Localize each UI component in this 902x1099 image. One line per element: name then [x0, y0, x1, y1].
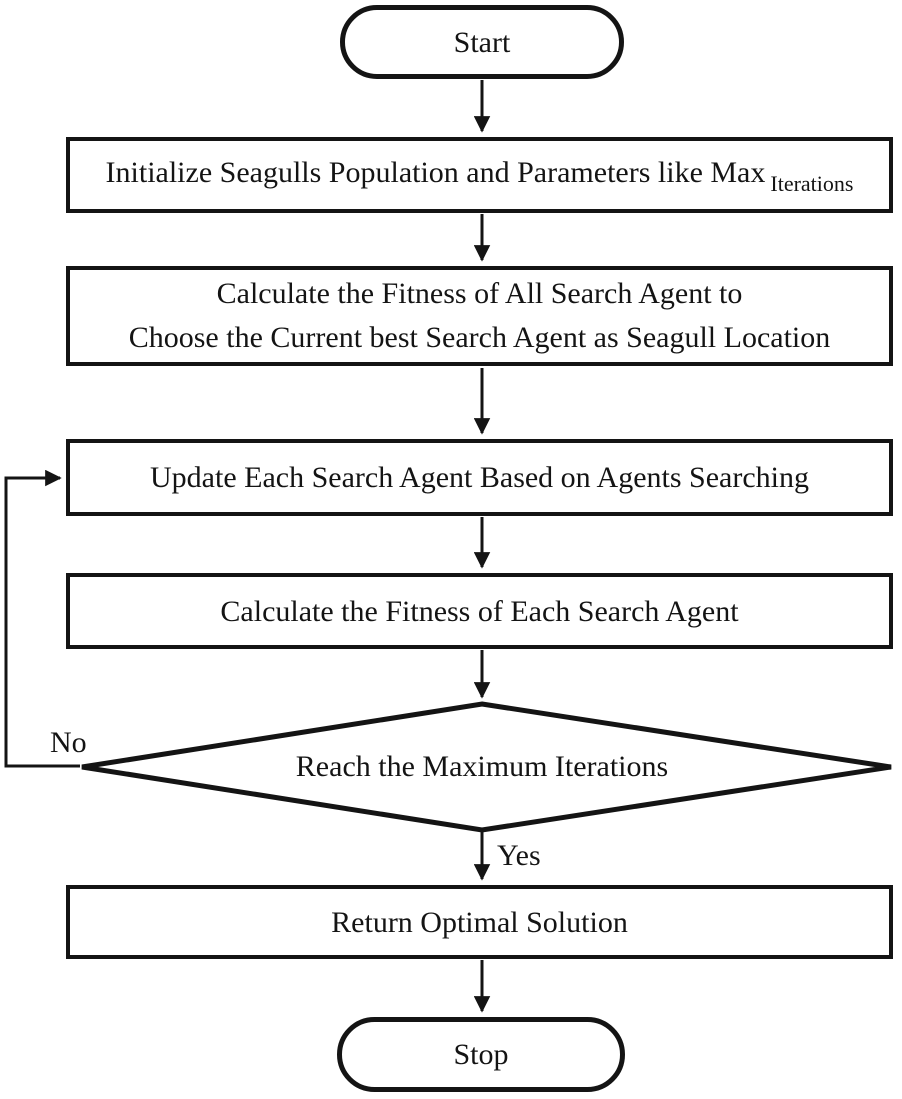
edge-no-loopback [4, 469, 80, 768]
node-fitness-all-label: Calculate the Fitness of All Search Agen… [129, 272, 831, 361]
decision-diamond-shape [81, 701, 892, 833]
node-initialize-population: Initialize Seagulls Population and Param… [66, 137, 893, 213]
node-update-search-agents: Update Each Search Agent Based on Agents… [66, 439, 893, 516]
node-initialize-label: Initialize Seagulls Population and Param… [106, 150, 854, 200]
node-fitness-all-line1: Calculate the Fitness of All Search Agen… [216, 276, 743, 310]
edge-label-no: No [50, 726, 87, 759]
node-fitness-all-line2: Choose the Current best Search Agent as … [128, 321, 831, 354]
node-decision-max-iterations: Reach the Maximum Iterations [100, 703, 864, 830]
node-fitness-each-label: Calculate the Fitness of Each Search Age… [220, 594, 739, 628]
node-stop-label: Stop [453, 1038, 509, 1071]
node-update-label: Update Each Search Agent Based on Agents… [150, 461, 809, 494]
node-initialize-text: Initialize Seagulls Population and Param… [105, 156, 766, 189]
node-stop: Stop [337, 1017, 625, 1092]
node-return-optimal-solution: Return Optimal Solution [66, 885, 893, 959]
node-start-label: Start [453, 25, 511, 59]
node-fitness-each-agent: Calculate the Fitness of Each Search Age… [66, 573, 893, 649]
edge-label-yes: Yes [497, 839, 541, 872]
node-start: Start [340, 5, 624, 79]
node-decision-label: Reach the Maximum Iterations [295, 749, 669, 783]
node-fitness-all-agents: Calculate the Fitness of All Search Agen… [66, 266, 893, 366]
node-return-label: Return Optimal Solution [331, 905, 628, 939]
node-initialize-subscript: Iterations [770, 171, 854, 196]
